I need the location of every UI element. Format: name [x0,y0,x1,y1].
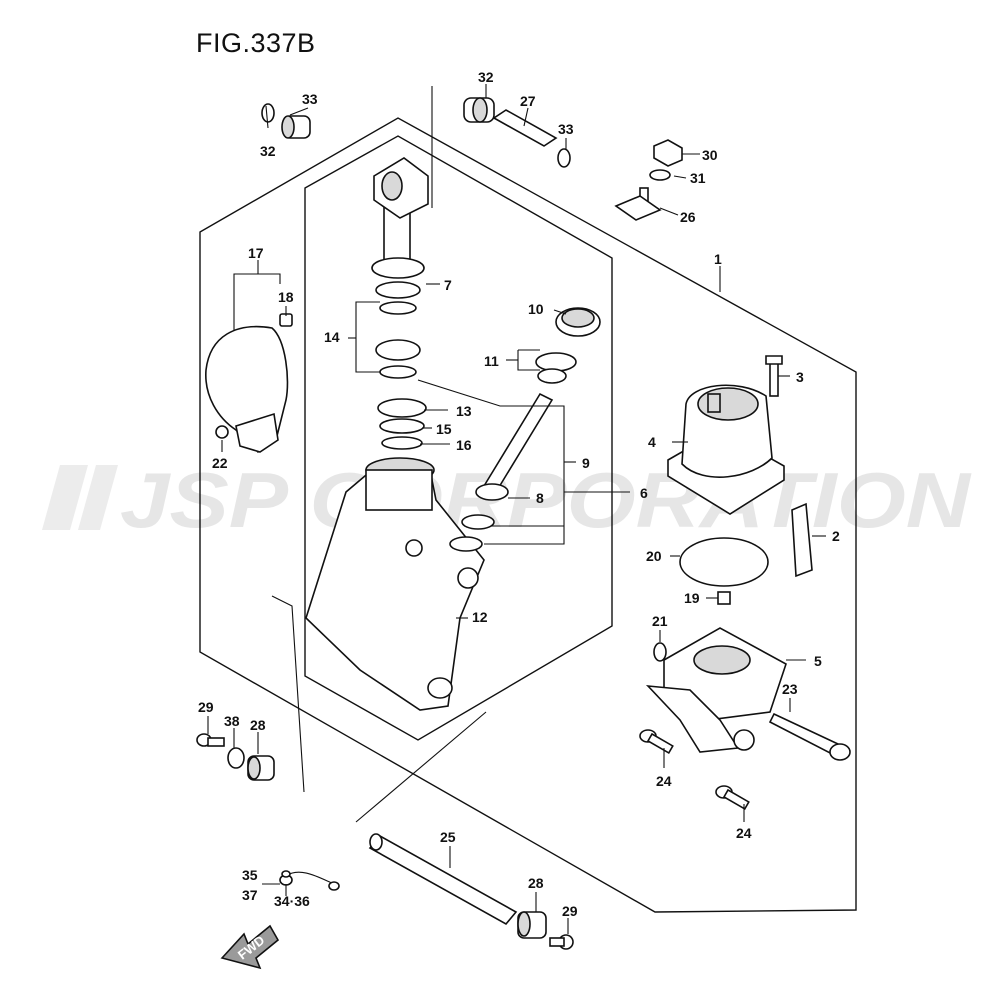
callout-15: 15 [436,421,452,437]
tube-8 [449,392,554,552]
figure-title: FIG.337B [196,28,316,58]
callout-35: 35 [242,867,258,883]
callout-4: 4 [648,434,656,450]
callout-21: 21 [652,613,668,629]
callout-18: 18 [278,289,294,305]
cap-10 [555,307,601,337]
callout-8: 8 [536,490,544,506]
callout-38: 38 [224,713,240,729]
bracket-lower-left [271,595,305,793]
bracket-lower-right [355,711,487,823]
callout-28: 28 [250,717,266,733]
rings-11 [535,352,577,384]
callout-29: 29 [562,903,578,919]
callout-25: 25 [440,829,456,845]
pump-5 [645,627,787,753]
bushing-28-left [247,755,275,781]
callout-9: 9 [582,455,590,471]
callout-20: 20 [646,548,662,564]
callout-2: 2 [832,528,840,544]
bolt-24-a [639,729,674,755]
callout-24: 24 [656,773,672,789]
callout-10: 10 [528,301,544,317]
callout-11: 11 [484,353,499,369]
assembly-frame-outer [199,117,857,913]
callout-29: 29 [198,699,214,715]
callout-16: 16 [456,437,472,453]
callout-3: 3 [796,369,804,385]
callout-27: 27 [520,93,536,109]
fitting-19 [717,591,731,605]
callout-33: 32 [260,143,276,159]
leader-lines [207,84,826,934]
callout-5: 5 [814,653,822,669]
callout-26: 26 [680,209,696,225]
callout-32: 33 [302,91,318,107]
callout-31: 31 [690,170,706,186]
watermark: JSP CORPORATION [42,456,972,544]
bushing-32-left [261,103,311,139]
callout-24: 24 [736,825,752,841]
callout-14: 14 [324,329,340,345]
callout-37: 37 [242,887,258,903]
bolt-23 [768,712,851,761]
fitting-26-30-31 [614,139,683,221]
washer-38 [227,747,245,769]
callout-labels: 33 32 32 27 33 30 31 26 1 17 18 7 14 10 … [198,69,840,919]
pin-27-assembly [463,97,571,168]
callout-34-36: 34·36 [274,893,310,909]
bolt-29-left [196,733,225,747]
callout-13: 13 [456,403,472,419]
callout-17: 17 [248,245,264,261]
callout-19: 19 [684,590,700,606]
cylinder-frame-inner [304,135,613,741]
callout-7: 7 [444,277,452,293]
callout-30: 30 [702,147,718,163]
bolt-29-bottom [549,934,574,950]
callout-23: 23 [782,681,798,697]
callout-6: 6 [640,485,648,501]
ground-wire [279,870,340,891]
watermark-text: JSP CORPORATION [120,456,972,544]
callout-1: 1 [714,251,722,267]
callout-22: 22 [212,455,228,471]
motor-4 [667,355,785,515]
cover-17 [205,313,293,454]
callout-12: 12 [472,609,488,625]
callout-28: 28 [528,875,544,891]
strap-2 [791,502,813,578]
piston-rod [371,157,429,450]
cylinder-body-12 [305,457,485,711]
bolt-24-b [715,785,750,811]
callout-32: 32 [478,69,494,85]
pin-25 [368,833,518,926]
o-ring-20 [679,537,769,587]
fwd-direction-badge: FWD [220,924,280,970]
ring-21 [653,642,667,662]
bushing-28-bottom [517,911,547,939]
callout-33: 33 [558,121,574,137]
